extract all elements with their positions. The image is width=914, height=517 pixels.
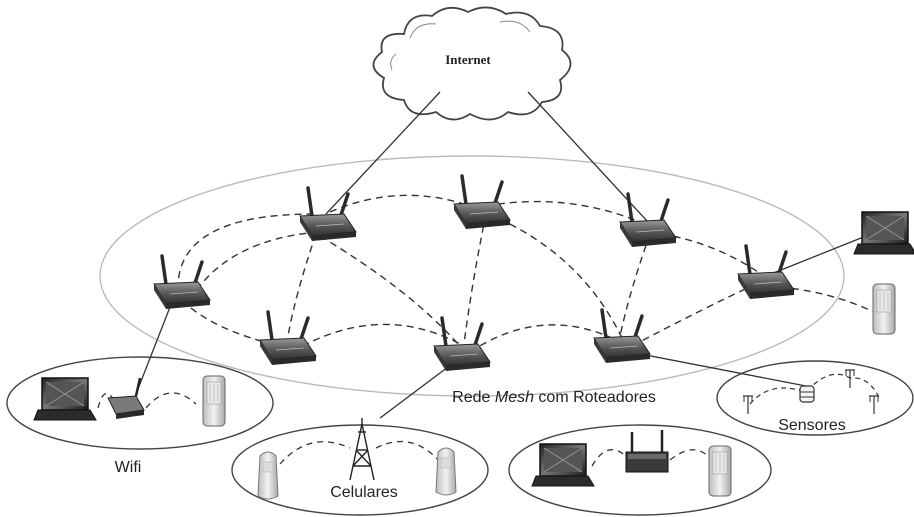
sensors-cluster-boundary	[716, 360, 914, 436]
wifi-cluster-boundary	[6, 356, 274, 450]
phone-icon	[435, 447, 457, 496]
phone-icon	[257, 451, 279, 500]
solid-links	[135, 91, 867, 419]
mesh-network-boundary	[99, 155, 845, 397]
router-icon	[618, 192, 678, 249]
sensors-cluster: Sensores	[742, 369, 881, 434]
cellular-cluster-boundary	[231, 424, 489, 516]
laptop-icon	[853, 211, 914, 255]
internet-cloud: Internet	[372, 6, 572, 121]
laptop-cluster-boundary	[508, 424, 772, 516]
sensor-icon	[742, 395, 754, 415]
internet-label: Internet	[445, 52, 491, 67]
cellular-label: Celulares	[330, 484, 398, 501]
router-icon	[592, 308, 652, 365]
sensor-icon	[844, 369, 856, 389]
access-point-icon	[107, 377, 145, 419]
router-icon	[736, 244, 796, 301]
mesh-label: Rede Mesh com Roteadores	[452, 389, 656, 406]
sensor-gateway-icon	[799, 385, 815, 403]
wifi-label: Wifi	[115, 459, 142, 476]
sensors-label: Sensores	[778, 417, 846, 434]
cell-tower-icon	[349, 418, 375, 481]
laptop-icon	[33, 377, 97, 421]
wifi-cluster: Wifi	[33, 375, 226, 476]
router-icon	[452, 174, 512, 231]
wireless-router-icon	[625, 430, 669, 473]
sensor-icon	[868, 395, 880, 415]
pda-icon	[202, 375, 226, 427]
laptop-icon	[531, 443, 595, 487]
bottom-right-cluster	[531, 430, 732, 497]
pda-icon	[872, 283, 896, 335]
cellular-cluster: Celulares	[257, 418, 457, 501]
router-icon	[258, 310, 318, 367]
pda-icon	[708, 445, 732, 497]
